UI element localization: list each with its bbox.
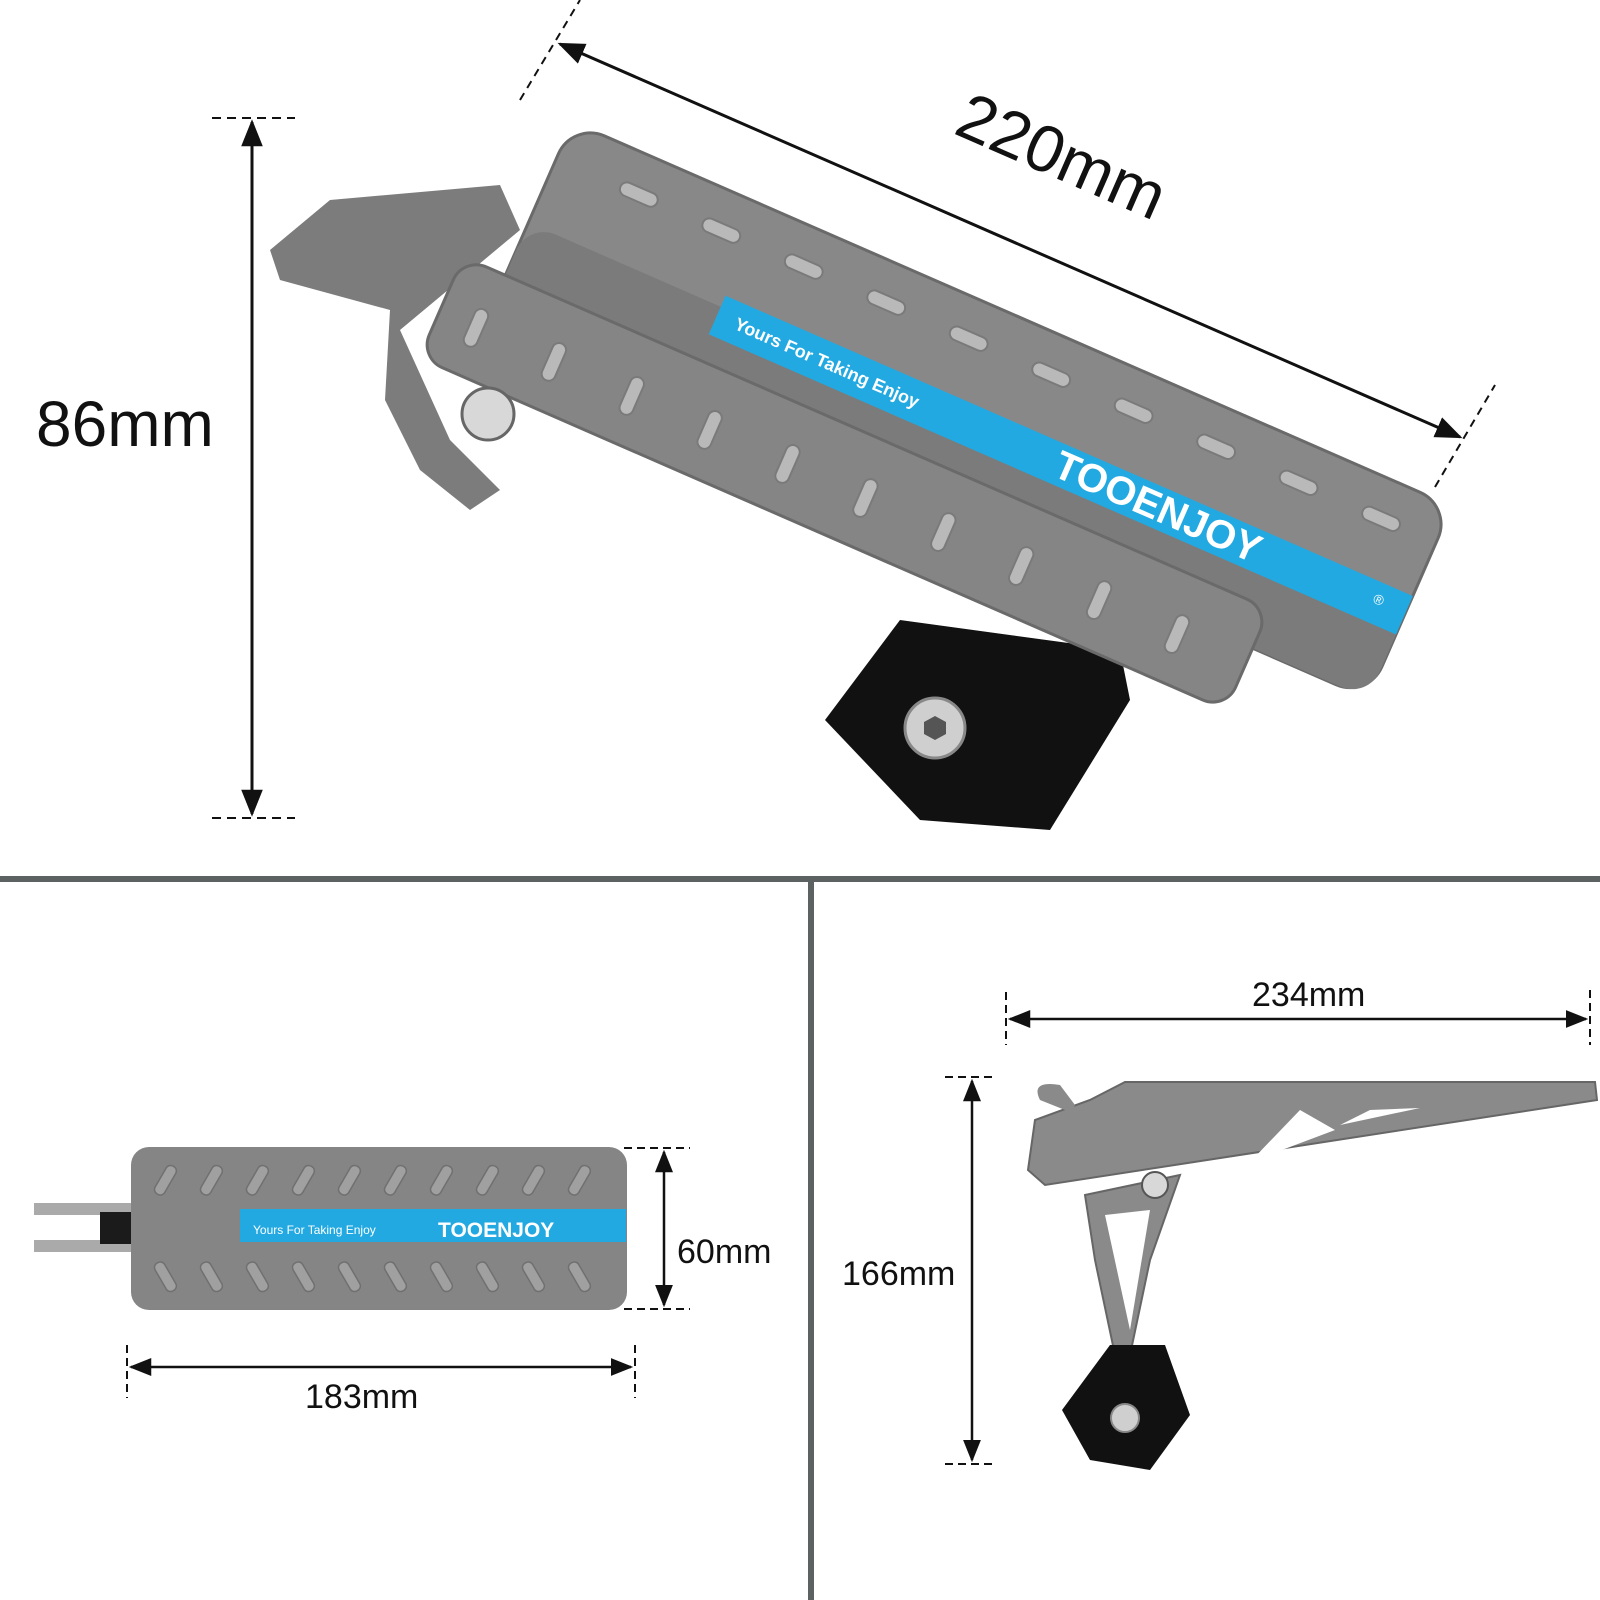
brand-name-small: TOOENJOY — [438, 1219, 554, 1242]
bottom-left-product-image: Yours For Taking Enjoy TOOENJOY — [34, 1147, 627, 1310]
horizontal-divider — [0, 876, 1600, 882]
screw-icon — [460, 386, 516, 442]
length-label-220: 220mm — [946, 78, 1177, 234]
length-label-234: 234mm — [1252, 976, 1365, 1014]
height-label-86: 86mm — [36, 388, 214, 460]
brand-slogan-small: Yours For Taking Enjoy — [253, 1223, 376, 1237]
top-product-image: Yours For Taking Enjoy TOOENJOY ® — [270, 131, 1443, 830]
bottom-right-product-image — [1026, 1081, 1599, 1470]
height-label-166: 166mm — [842, 1255, 955, 1293]
width-label-60: 60mm — [677, 1233, 771, 1271]
length-label-183: 183mm — [305, 1378, 418, 1416]
vertical-divider — [808, 876, 814, 1600]
length-arrow-220 — [557, 42, 1463, 439]
